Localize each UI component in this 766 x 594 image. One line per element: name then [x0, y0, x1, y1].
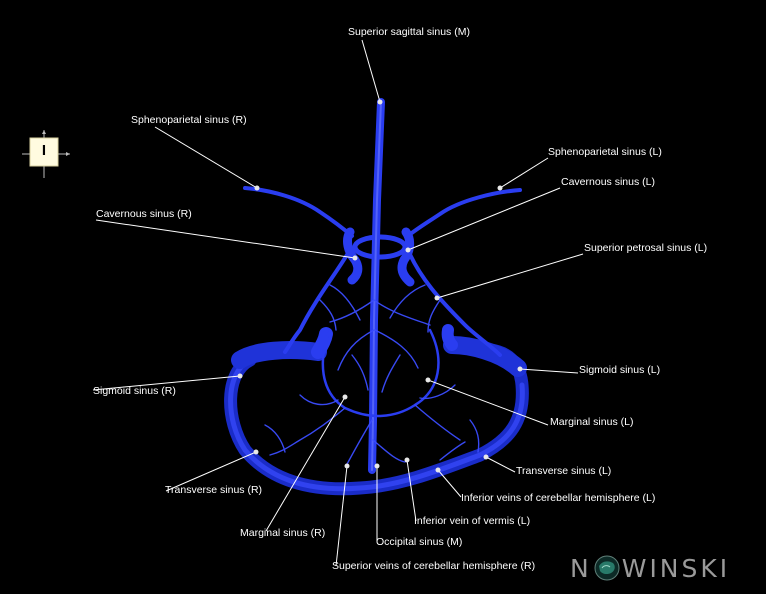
- label-inferior-vein-vermis-l: Inferior vein of vermis (L): [414, 515, 531, 527]
- brand-text-middle: W: [621, 553, 650, 583]
- brand-text-after: INSKI: [649, 553, 731, 583]
- cavernous-sinus-l-shape: [397, 227, 415, 287]
- label-inferior-veins-cerebellar-hemisphere-l: Inferior veins of cerebellar hemisphere …: [461, 492, 656, 504]
- superior-petrosal-r-shape: [283, 248, 352, 354]
- label-sphenoparietal-sinus-l: Sphenoparietal sinus (L): [548, 146, 662, 158]
- label-superior-petrosal-sinus-l: Superior petrosal sinus (L): [584, 242, 708, 254]
- label-superior-sagittal-sinus: Superior sagittal sinus (M): [348, 26, 470, 38]
- label-marginal-sinus-l: Marginal sinus (L): [550, 416, 634, 428]
- sigmoid-sinus-right-shape: [231, 341, 327, 369]
- label-sigmoid-sinus-l: Sigmoid sinus (L): [579, 364, 661, 376]
- label-cavernous-sinus-r: Cavernous sinus (R): [96, 208, 192, 220]
- label-sphenoparietal-sinus-r: Sphenoparietal sinus (R): [131, 114, 247, 126]
- brand-logo: N W INSKI: [570, 552, 730, 584]
- orientation-cube-icon[interactable]: I: [20, 128, 72, 180]
- leader-markers: [237, 99, 523, 473]
- leader-lines: [92, 39, 584, 567]
- label-marginal-sinus-r: Marginal sinus (R): [240, 527, 326, 539]
- vessel-network: [224, 98, 529, 496]
- sphenoparietal-r-shape: [243, 186, 354, 238]
- label-cavernous-sinus-l: Cavernous sinus (L): [561, 176, 655, 188]
- sigmoid-sinus-left-shape: [443, 336, 527, 377]
- label-superior-veins-cerebellar-hemisphere-r: Superior veins of cerebellar hemisphere …: [332, 560, 536, 572]
- label-transverse-sinus-l: Transverse sinus (L): [516, 465, 612, 477]
- label-transverse-sinus-r: Transverse sinus (R): [165, 484, 263, 496]
- sphenoparietal-l-shape: [406, 188, 522, 238]
- superior-petrosal-l-shape: [406, 248, 502, 357]
- marginal-sinus-loop: [321, 328, 440, 418]
- label-sigmoid-sinus-r: Sigmoid sinus (R): [93, 385, 176, 397]
- brand-text-before: N: [570, 553, 592, 583]
- orientation-marker: I: [41, 142, 47, 159]
- label-occipital-sinus-m: Occipital sinus (M): [376, 536, 463, 548]
- brain-globe-icon: [594, 555, 620, 581]
